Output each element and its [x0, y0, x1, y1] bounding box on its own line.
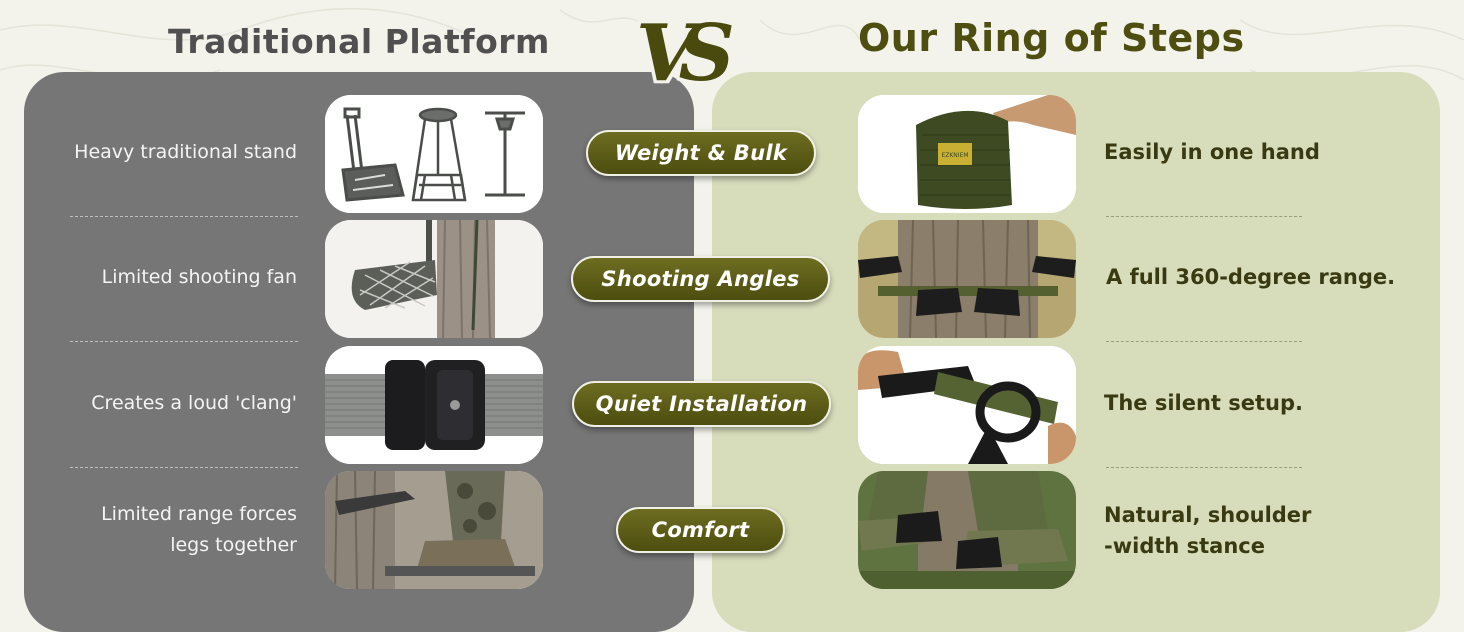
vs-emblem: VS	[636, 8, 735, 99]
left-divider-2	[70, 341, 298, 342]
metal-buckle-strap-image	[325, 346, 543, 464]
right-row-4-line-1: Natural, shoulder	[1104, 503, 1312, 527]
natural-stance-image	[858, 471, 1076, 589]
right-row-4-line-2: -width stance	[1104, 534, 1265, 558]
left-row-2-text: Limited shooting fan	[101, 266, 297, 288]
ring-of-steps-panel	[712, 72, 1440, 632]
left-row-4-line-2: legs together	[170, 534, 297, 556]
comfort-pill: Comfort	[616, 507, 785, 553]
right-row-1-text: Easily in one hand	[1104, 140, 1320, 164]
left-divider-3	[70, 467, 298, 468]
right-row-3-text: The silent setup.	[1104, 391, 1304, 415]
left-divider-1	[70, 216, 298, 217]
climbing-stand-legs-image	[325, 471, 543, 589]
left-row-4-line-1: Limited range forces	[101, 503, 297, 525]
carry-bag-image: EZKNIEM	[858, 95, 1076, 213]
left-row-3-text: Creates a loud 'clang'	[91, 392, 297, 414]
shooting-angles-pill: Shooting Angles	[571, 256, 830, 302]
right-row-4-text: Natural, shoulder -width stance	[1104, 500, 1434, 562]
right-divider-2	[1106, 341, 1302, 342]
quiet-installation-pill: Quiet Installation	[572, 381, 831, 427]
left-row-4-text: Limited range forces legs together	[40, 499, 297, 561]
right-divider-1	[1106, 216, 1302, 217]
tree-ring-steps-image	[858, 220, 1076, 338]
bag-logo: EZKNIEM	[941, 152, 968, 159]
right-divider-3	[1106, 467, 1302, 468]
right-row-2-text: A full 360-degree range.	[1106, 265, 1396, 289]
left-column-title: Traditional Platform	[168, 22, 550, 61]
right-column-title: Our Ring of Steps	[858, 16, 1245, 60]
left-row-1-text: Heavy traditional stand	[74, 141, 297, 163]
silent-strap-hook-image	[858, 346, 1076, 464]
weight-bulk-pill: Weight & Bulk	[586, 130, 816, 176]
traditional-stands-image	[325, 95, 543, 213]
hang-on-stand-image	[325, 220, 543, 338]
